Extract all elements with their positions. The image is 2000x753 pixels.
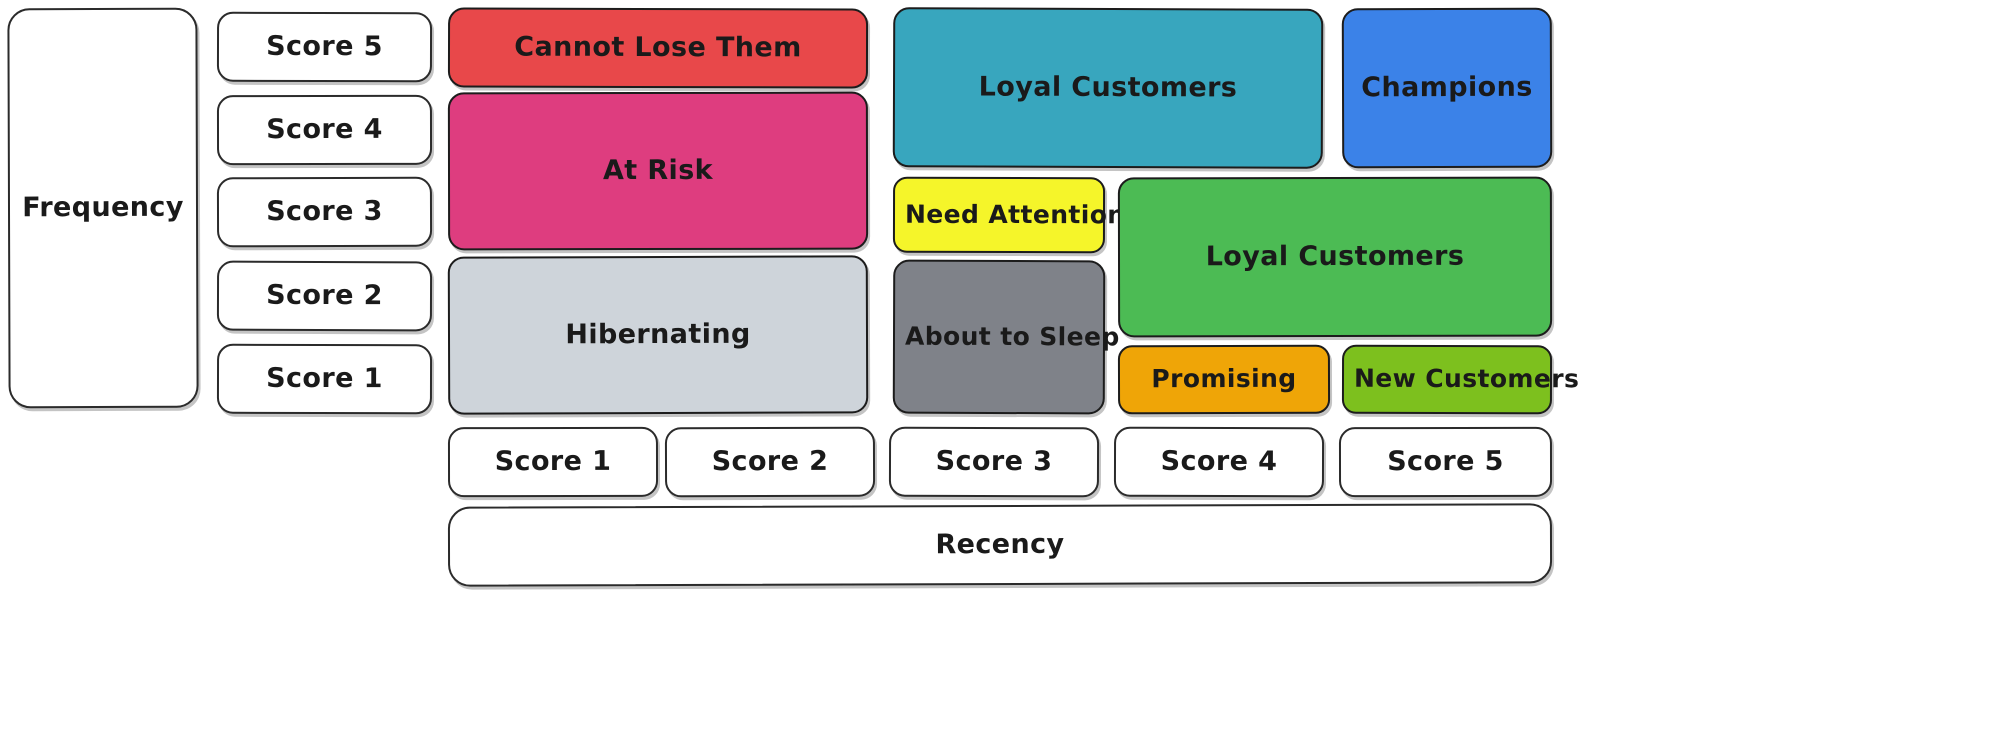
segment-cannot-lose-them[interactable]: Cannot Lose Them (447, 7, 869, 89)
frequency-score-4[interactable]: Score 4 (216, 94, 433, 166)
segment-hibernating-label: Hibernating (565, 319, 751, 351)
segment-champions-label: Champions (1361, 72, 1533, 104)
recency-score-1[interactable]: Score 1 (447, 426, 659, 498)
recency-score-4-label: Score 4 (1160, 446, 1278, 478)
segment-about-to-sleep-label: About to Sleep (904, 321, 1120, 352)
segment-about-to-sleep[interactable]: About to Sleep (892, 259, 1120, 415)
frequency-score-2-label: Score 2 (266, 280, 383, 312)
segment-at-risk[interactable]: At Risk (447, 91, 869, 251)
segment-promising-label: Promising (1151, 363, 1297, 394)
recency-score-3-label: Score 3 (935, 446, 1053, 478)
segment-need-attention-label: Need Attention (904, 199, 1126, 229)
frequency-score-1-label: Score 1 (266, 363, 383, 395)
frequency-score-1[interactable]: Score 1 (216, 343, 433, 415)
frequency-score-3[interactable]: Score 3 (216, 176, 433, 248)
frequency-score-2[interactable]: Score 2 (216, 260, 433, 332)
segment-need-attention[interactable]: Need Attention (892, 176, 1126, 254)
recency-score-2-label: Score 2 (711, 446, 829, 478)
segment-at-risk-label: At Risk (602, 155, 714, 187)
segment-loyal-customers-green[interactable]: Loyal Customers (1117, 176, 1553, 338)
segment-loyal-customers-teal-label: Loyal Customers (978, 72, 1238, 104)
recency-score-2[interactable]: Score 2 (664, 426, 876, 498)
segment-champions[interactable]: Champions (1341, 7, 1553, 169)
frequency-score-4-label: Score 4 (266, 114, 383, 146)
segment-new-customers-label: New Customers (1353, 363, 1580, 394)
segment-hibernating[interactable]: Hibernating (447, 255, 869, 415)
recency-axis-label: Recency (447, 503, 1553, 587)
frequency-score-5[interactable]: Score 5 (216, 11, 433, 83)
frequency-axis-label: Frequency (7, 7, 199, 409)
recency-score-3[interactable]: Score 3 (888, 426, 1100, 498)
recency-score-4[interactable]: Score 4 (1113, 426, 1325, 498)
frequency-axis-text: Frequency (22, 192, 184, 224)
segment-loyal-customers-teal[interactable]: Loyal Customers (892, 7, 1324, 169)
recency-score-5-label: Score 5 (1387, 446, 1504, 478)
frequency-score-3-label: Score 3 (266, 196, 383, 228)
segment-promising[interactable]: Promising (1117, 344, 1331, 415)
segment-cannot-lose-them-label: Cannot Lose Them (514, 32, 802, 64)
segment-loyal-customers-green-label: Loyal Customers (1205, 241, 1465, 273)
frequency-score-5-label: Score 5 (266, 31, 383, 63)
segment-new-customers[interactable]: New Customers (1341, 344, 1580, 415)
recency-score-1-label: Score 1 (494, 446, 612, 478)
recency-axis-text: Recency (935, 529, 1065, 561)
recency-score-5[interactable]: Score 5 (1338, 426, 1553, 498)
